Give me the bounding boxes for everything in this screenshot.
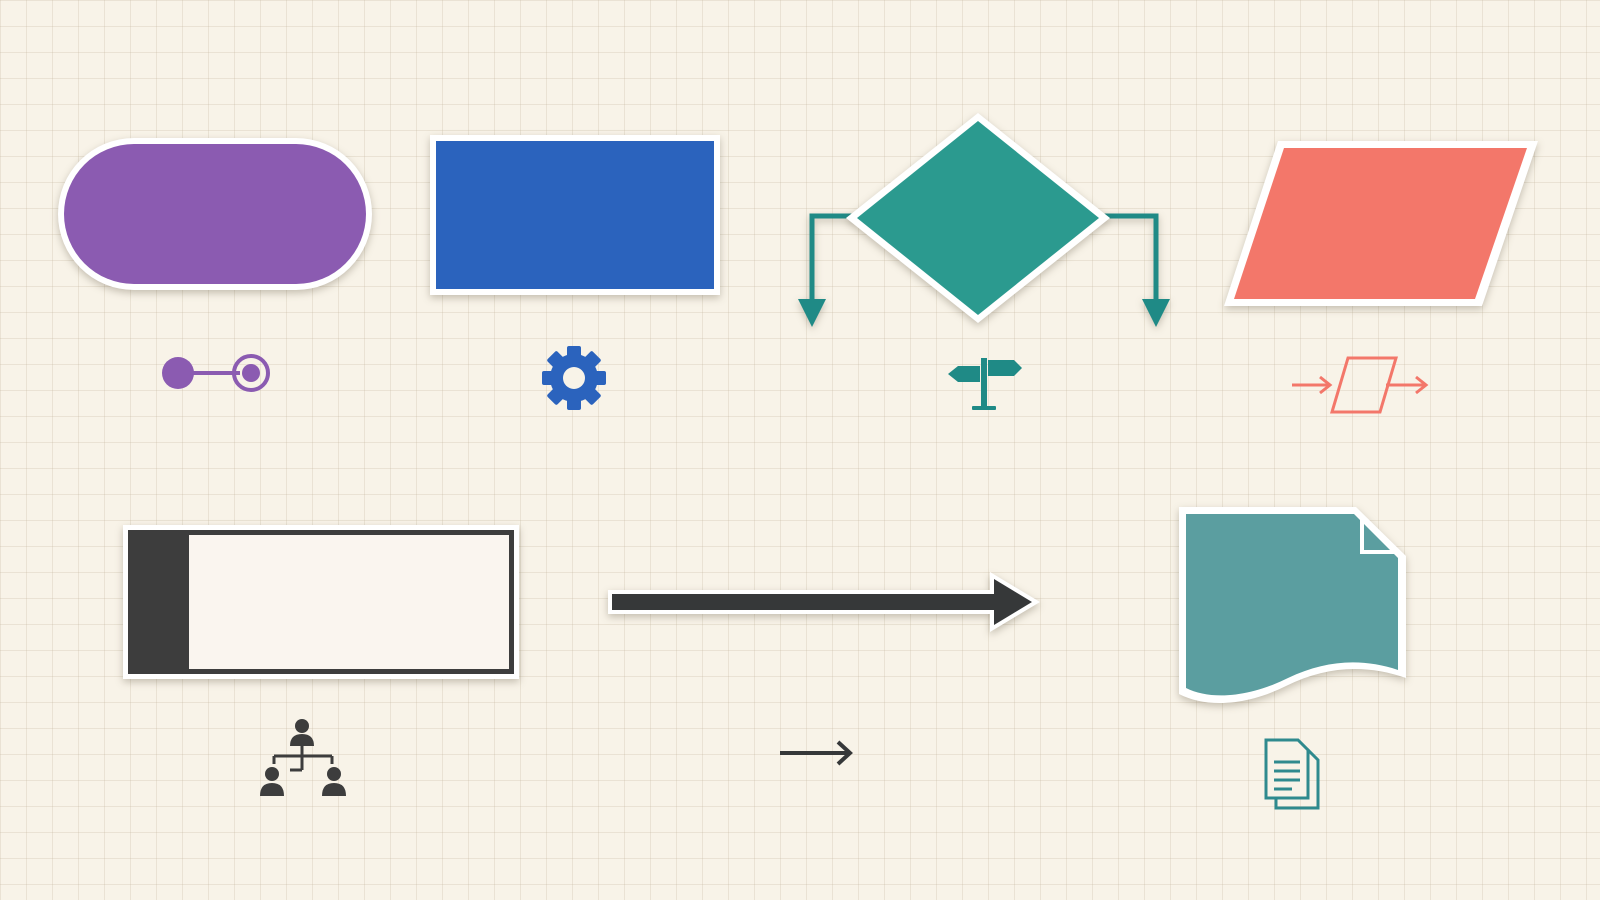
- document-icon: [1262, 738, 1322, 812]
- decision-shape[interactable]: [842, 110, 1114, 326]
- gear-icon: [540, 344, 608, 412]
- input-output-icon: [1290, 354, 1430, 416]
- terminator-shape[interactable]: [54, 134, 376, 294]
- predefined-process-shape[interactable]: [121, 523, 521, 681]
- connector-arrow[interactable]: [606, 570, 1046, 634]
- process-shape[interactable]: [428, 133, 722, 297]
- document-shape[interactable]: [1176, 504, 1410, 710]
- data-shape[interactable]: [1220, 138, 1542, 310]
- decision-branch-arrows: [780, 205, 1180, 335]
- signpost-icon: [944, 354, 1024, 412]
- org-chart-icon: [258, 718, 348, 800]
- start-end-icon: [160, 352, 276, 394]
- arrow-right-icon: [778, 738, 856, 768]
